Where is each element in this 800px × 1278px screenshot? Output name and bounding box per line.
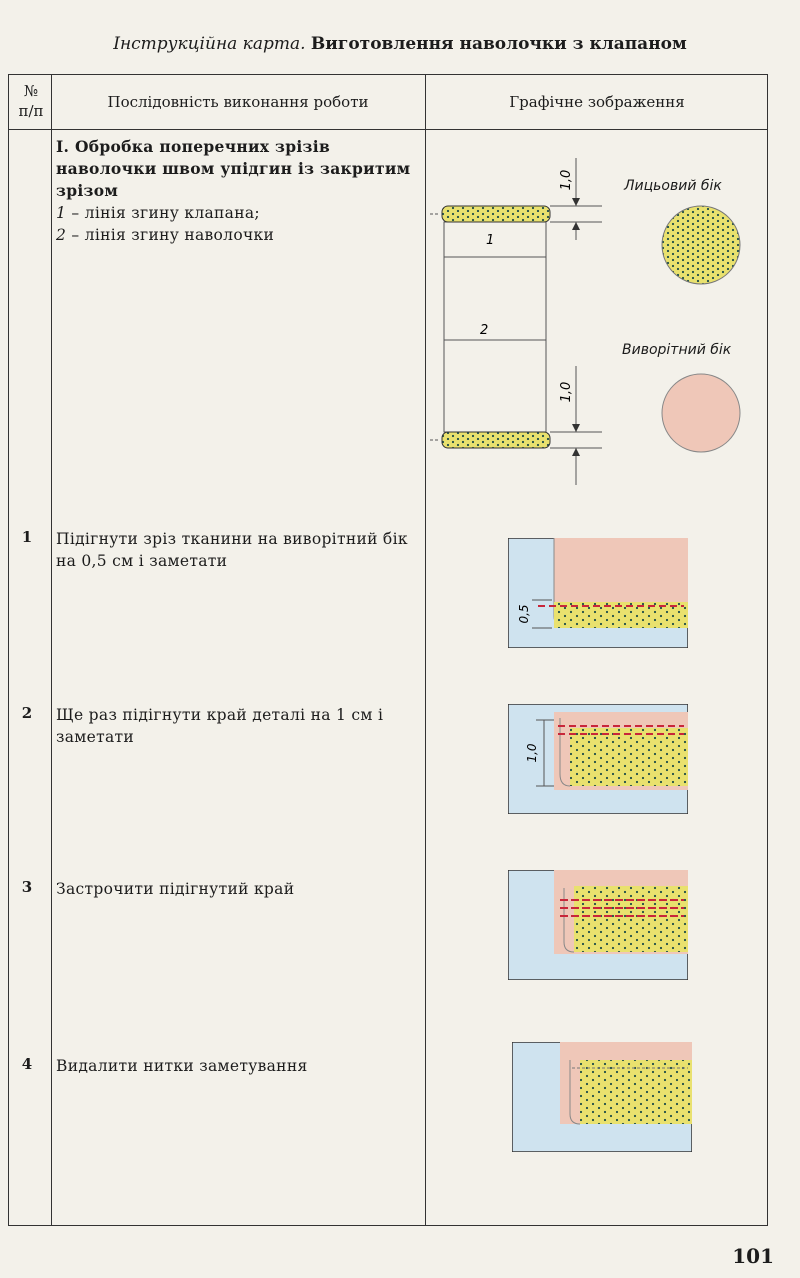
legend-1-text: – лінія згину клапана; [66,204,260,222]
column-divider [425,75,426,1225]
step-number: 4 [21,1055,33,1073]
back-side-swatch [661,373,741,453]
step-1-figure: 0,5 [508,538,688,648]
legend-line-2: 2 – лінія згину наволочки [56,224,412,246]
step-2-figure: 1,0 [508,704,688,814]
dim-arrow [572,448,580,456]
fold-curve [563,888,575,953]
step-text: Видалити нитки заметування [56,1057,308,1075]
step-4-figure [512,1042,692,1152]
step-text: Застрочити підігнутий край [56,880,295,898]
step-number: 3 [21,878,33,896]
header-number: № п/п [18,82,44,120]
face-side-swatch [661,205,741,285]
title-italic: Інструкційна карта. [113,34,306,54]
instruction-table: № п/п Послідовність виконання роботи Гра… [8,74,768,1226]
fabric-outline [443,221,547,433]
dim-label: 1,0 [525,743,539,762]
rolled-edge-top [441,205,551,223]
fold-curve [559,718,571,787]
fold-label-2: 2 [480,323,488,338]
column-divider [51,75,52,1225]
step-number: 1 [21,528,33,546]
legend-2-text: – лінія згину наволочки [66,226,275,244]
fold-label-1: 1 [486,233,494,248]
dim-label: 0,5 [517,604,531,623]
face-side-label: Лицьовий бік [624,178,722,194]
step-text: Ще раз підігнути край деталі на 1 см і з… [56,706,384,746]
header-divider [9,129,767,130]
page-title: Інструкційна карта. Виготовлення наволоч… [0,34,800,54]
page-number: 101 [732,1244,774,1268]
fold-curve [569,1060,581,1125]
fabric-face [570,728,688,786]
header-steps: Послідовність виконання роботи [107,93,369,111]
dim-arrow [572,424,580,432]
fabric-back [554,538,688,602]
section-text: І. Обробка поперечних зрізів наволочки ш… [56,136,412,246]
legend-2-num: 2 [56,226,67,244]
step-3-figure [508,870,688,980]
legend-line-1: 1 – лінія згину клапана; [56,202,412,224]
back-side-label: Виворітний бік [622,342,732,358]
back-side-circle [661,373,741,453]
dim-label-top: 1,0 [559,170,574,191]
fabric-face [580,1060,692,1124]
step-number: 2 [21,704,33,722]
section-title: І. Обробка поперечних зрізів наволочки ш… [56,137,411,200]
step-text: Підігнути зріз тканини на виворітний бік… [56,530,408,570]
rolled-edge-bottom [441,431,551,449]
title-bold: Виготовлення наволочки з клапаном [310,34,687,54]
dim-label-bottom: 1,0 [559,382,574,403]
header-graphic: Графічне зображення [509,93,685,111]
dim-arrow [572,198,580,206]
face-side-circle [661,205,741,285]
dim-arrow [572,222,580,230]
fabric-face [574,886,688,952]
main-figure: 1,0 1,0 1 2 [430,158,602,485]
legend-1-num: 1 [56,204,67,222]
